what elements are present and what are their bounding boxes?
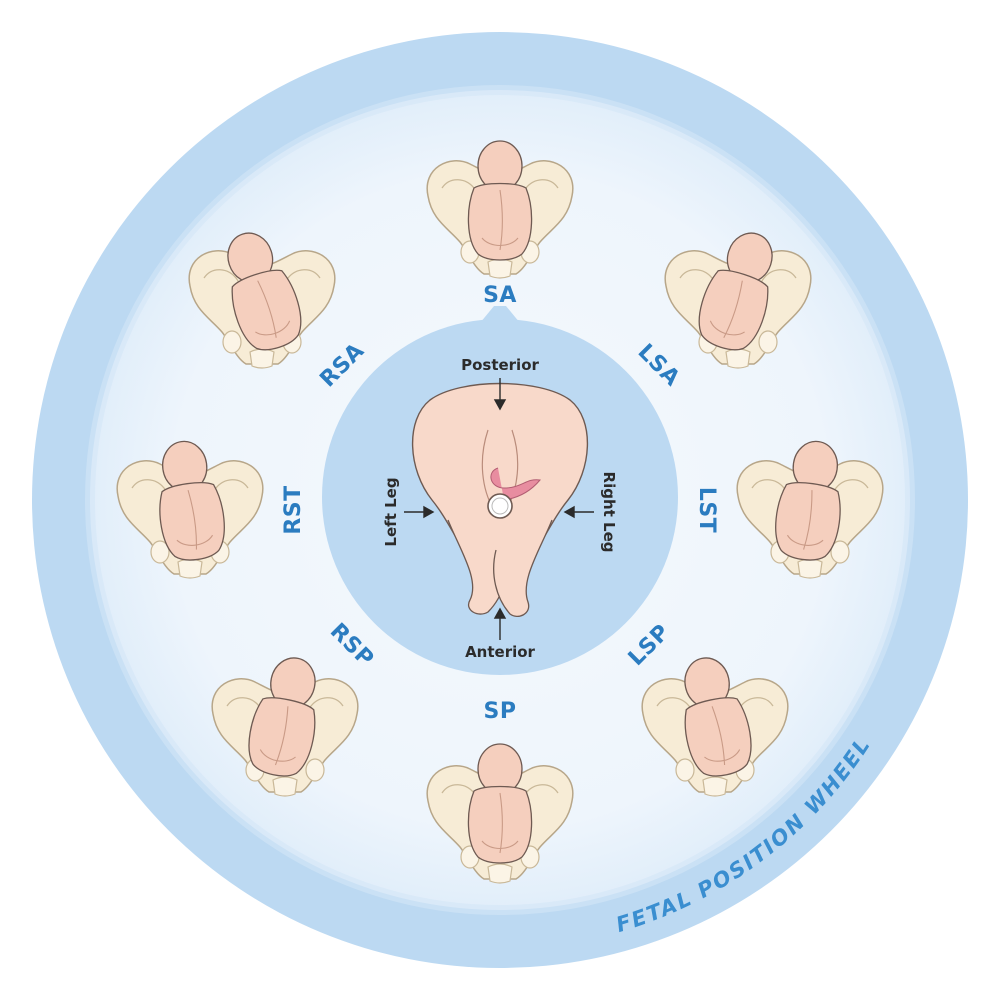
center-pointer: [480, 306, 520, 323]
direction-arrows: [404, 378, 594, 640]
label-sa: SA: [483, 283, 517, 308]
left-leg-label: Left Leg: [382, 477, 400, 546]
label-sp: SP: [484, 699, 517, 724]
inner-ring-edge: [85, 85, 915, 915]
center-illustration: [411, 382, 589, 617]
label-rst: RST: [281, 485, 306, 534]
anterior-label: Anterior: [465, 643, 535, 661]
posterior-label: Posterior: [461, 356, 539, 374]
right-leg-label: Right Leg: [600, 472, 618, 553]
label-lst: LST: [694, 487, 719, 533]
